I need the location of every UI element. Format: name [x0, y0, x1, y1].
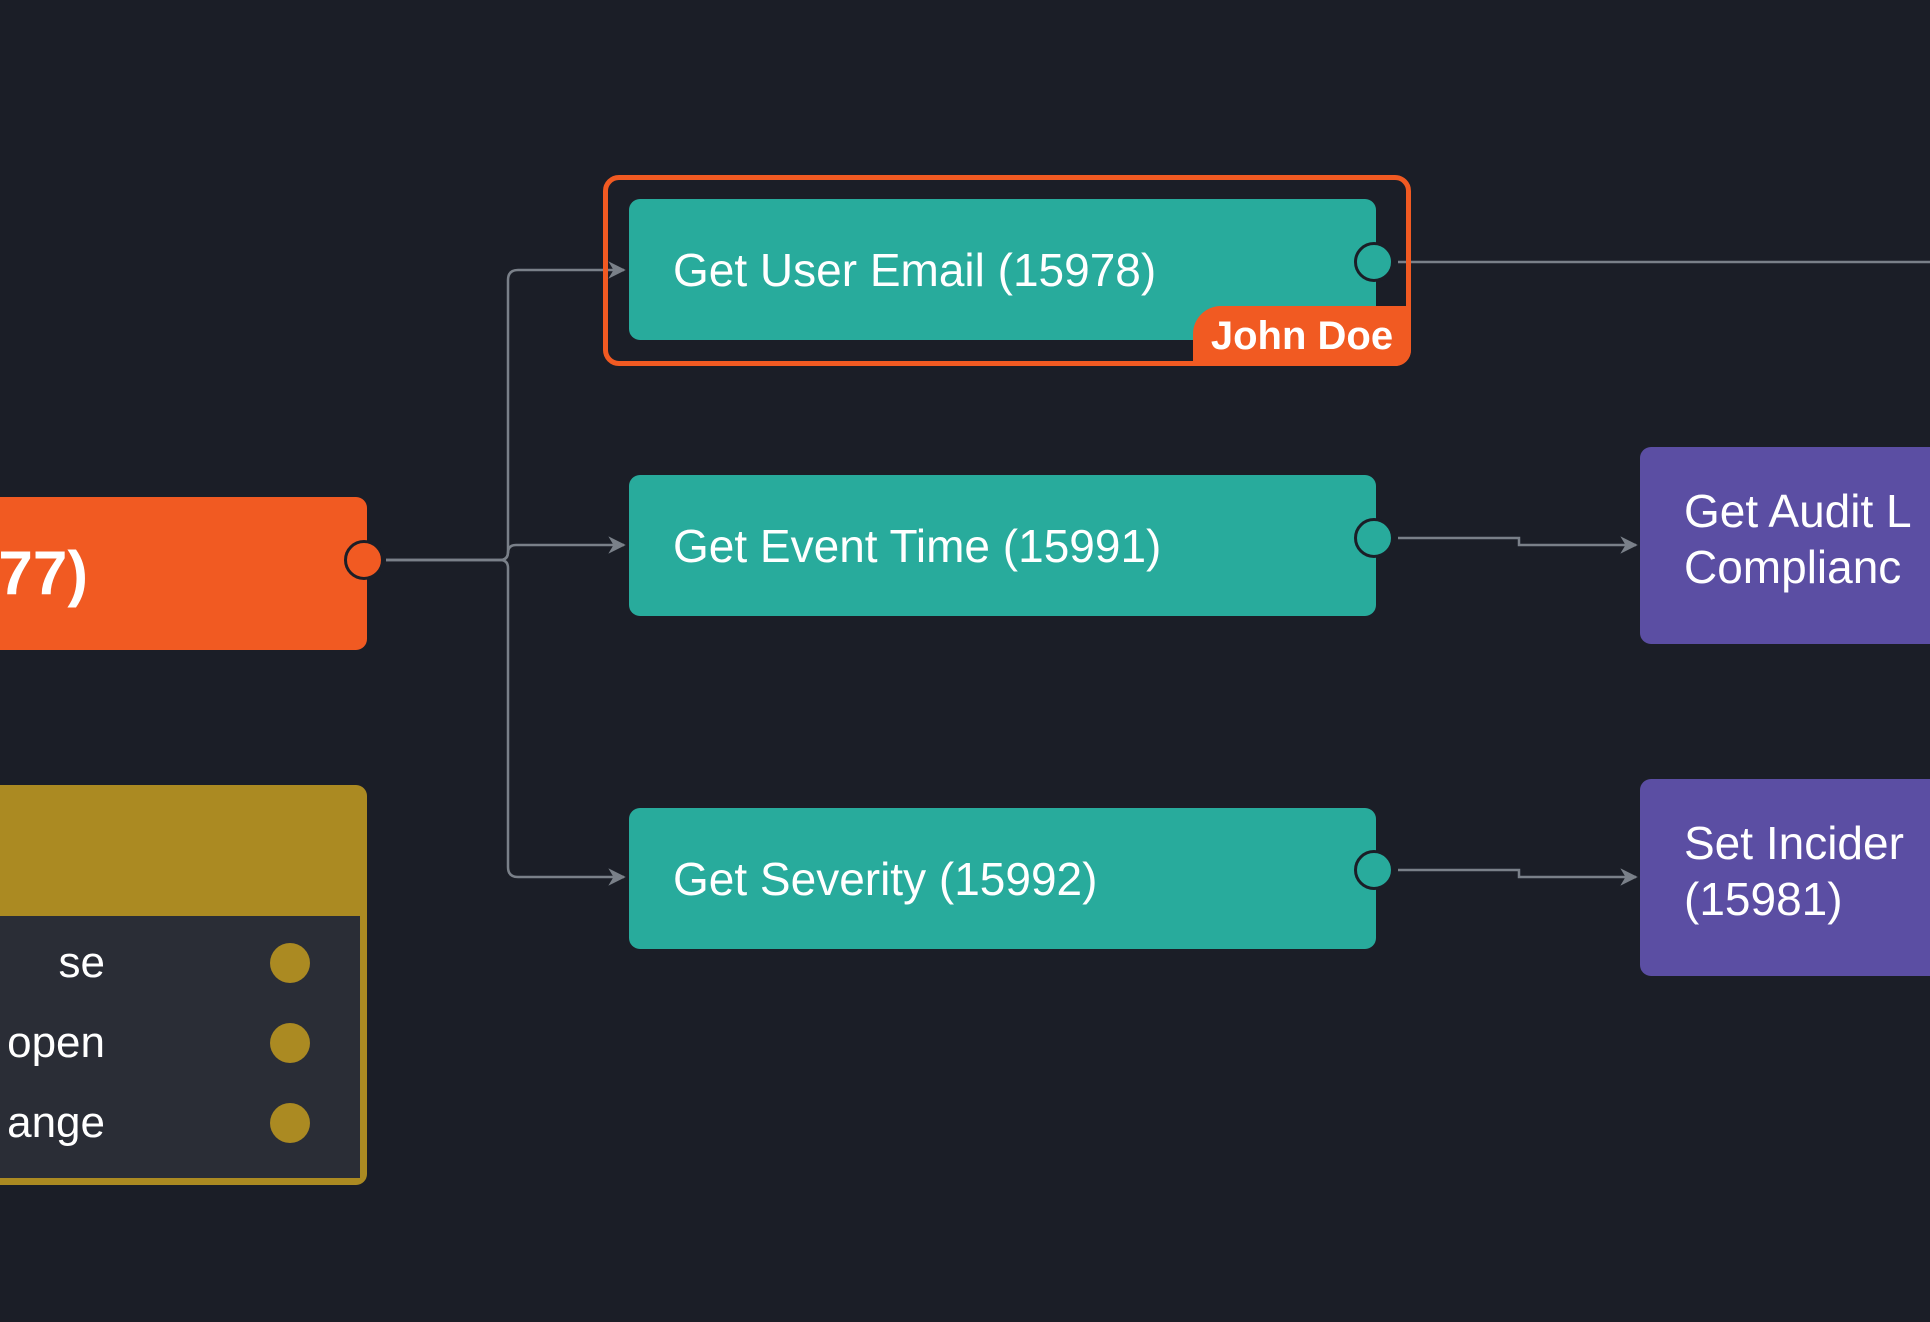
edge-severity-to-incident[interactable] — [1398, 868, 1638, 886]
node-get-severity[interactable]: Get Severity (15992) — [629, 808, 1376, 949]
edge-source-to-user-email[interactable] — [386, 261, 626, 562]
node-label: Get Event Time (15991) — [673, 519, 1162, 572]
edge-source-to-event-time[interactable] — [386, 536, 626, 562]
condition-branches: se open ange — [0, 916, 360, 1178]
branch-output-handle[interactable] — [270, 943, 310, 983]
output-handle[interactable] — [1354, 242, 1394, 282]
edge-event-time-to-audit[interactable] — [1398, 536, 1638, 554]
node-set-incident[interactable]: Set Incider (15981) — [1640, 779, 1930, 976]
node-label: Get Audit L Complianc — [1684, 483, 1912, 595]
node-label-line: Get Audit L — [1684, 485, 1912, 537]
branch-output-handle[interactable] — [270, 1023, 310, 1063]
branch-output-handle[interactable] — [270, 1103, 310, 1143]
node-get-audit[interactable]: Get Audit L Complianc — [1640, 447, 1930, 644]
output-handle[interactable] — [1354, 850, 1394, 890]
node-label-line: Complianc — [1684, 541, 1902, 593]
selection-outline — [603, 175, 1411, 366]
source-node[interactable]: 77) — [0, 497, 367, 650]
node-get-event-time[interactable]: Get Event Time (15991) — [629, 475, 1376, 616]
branch-row: se — [0, 933, 360, 993]
output-handle[interactable] — [1354, 518, 1394, 558]
branch-label: ange — [7, 1098, 105, 1147]
branch-label: open — [7, 1018, 105, 1067]
branch-label: se — [58, 938, 105, 987]
branch-row: ange — [0, 1093, 360, 1153]
node-label: Get Severity (15992) — [673, 852, 1098, 905]
source-node-label: 77) — [0, 539, 88, 608]
node-label-line: (15981) — [1684, 873, 1843, 925]
node-label: Get User Email (15978) — [673, 243, 1157, 296]
node-label: Set Incider (15981) — [1684, 815, 1904, 927]
edge-source-to-severity[interactable] — [386, 558, 626, 886]
branch-row: open — [0, 1013, 360, 1073]
source-output-handle[interactable] — [344, 540, 384, 580]
node-label-line: Set Incider — [1684, 817, 1904, 869]
condition-node[interactable]: se open ange — [0, 785, 367, 1185]
collaborator-badge: John Doe — [1193, 306, 1411, 366]
